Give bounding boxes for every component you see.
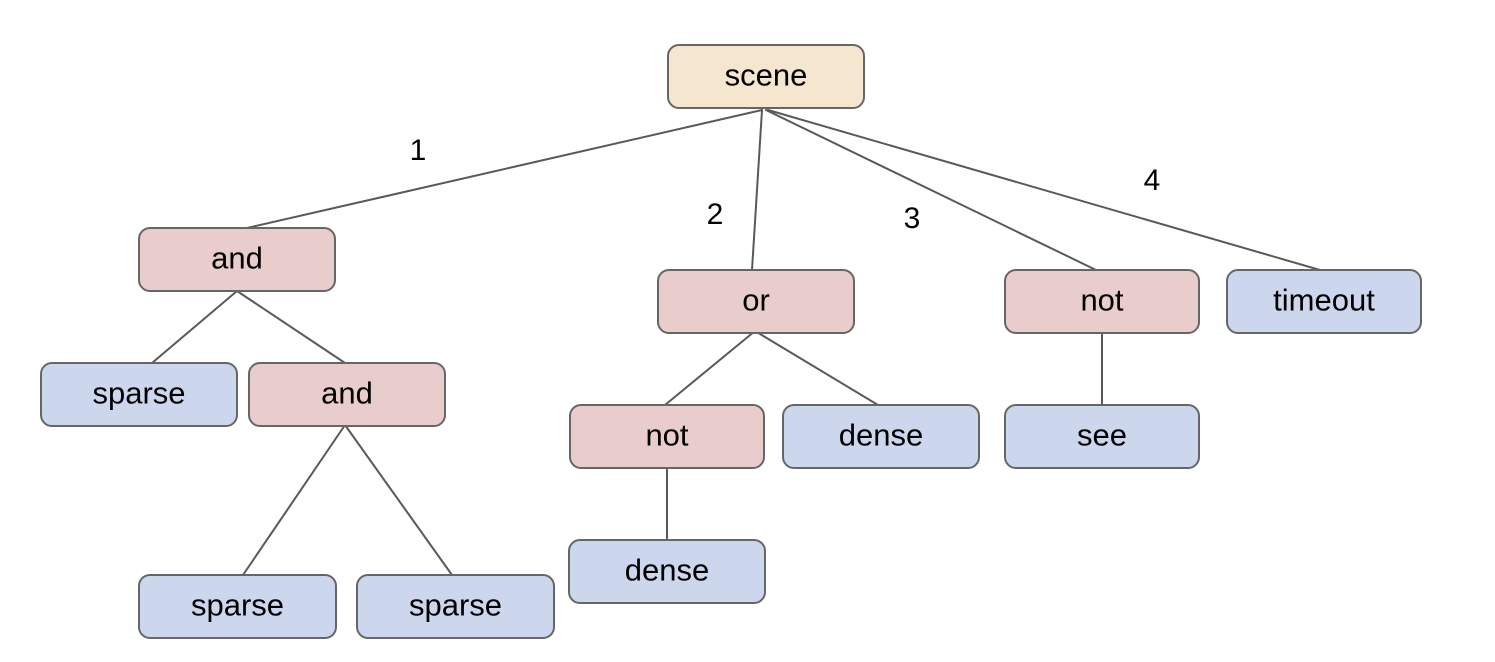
node-label-timeout1: timeout — [1273, 283, 1375, 318]
node-box-and2 — [248, 362, 446, 427]
tree-node-sparse3[interactable]: sparse — [356, 574, 555, 639]
node-label-sparse3: sparse — [409, 588, 502, 623]
tree-edge-or1-to-dense1 — [754, 330, 879, 406]
tree-node-dense2[interactable]: dense — [568, 539, 766, 604]
tree-node-timeout1[interactable]: timeout — [1226, 269, 1422, 334]
tree-node-sparse2[interactable]: sparse — [138, 574, 337, 639]
tree-node-scene[interactable]: scene — [667, 44, 865, 109]
node-box-scene — [667, 44, 865, 109]
edge-label-2: 2 — [707, 198, 724, 231]
node-label-sparse2: sparse — [191, 588, 284, 623]
tree-node-and2[interactable]: and — [248, 362, 446, 427]
node-label-dense1: dense — [839, 418, 923, 453]
edge-label-4: 4 — [1144, 164, 1161, 197]
node-label-not1: not — [1080, 283, 1123, 318]
node-box-not1 — [1004, 269, 1200, 334]
node-box-dense1 — [782, 404, 980, 469]
tree-edge-and1-to-sparse1 — [151, 290, 238, 364]
node-box-sparse3 — [356, 574, 555, 639]
tree-node-not2[interactable]: not — [569, 404, 765, 469]
node-label-and1: and — [211, 241, 263, 276]
node-box-sparse1 — [40, 362, 238, 427]
tree-node-and1[interactable]: and — [138, 227, 336, 292]
node-label-sparse1: sparse — [92, 376, 185, 411]
tree-edge-scene-to-and1 — [246, 109, 763, 229]
tree-edge-or1-to-not2 — [664, 330, 756, 406]
edge-labels-layer: 1 2 3 4 — [410, 134, 1161, 235]
node-box-sparse2 — [138, 574, 337, 639]
tree-edge-scene-to-timeout1 — [767, 109, 1321, 271]
tree-edge-and2-to-sparse3 — [344, 424, 453, 576]
tree-edge-and2-to-sparse2 — [242, 424, 346, 576]
node-box-not2 — [569, 404, 765, 469]
edge-label-1: 1 — [410, 134, 427, 167]
tree-node-dense1[interactable]: dense — [782, 404, 980, 469]
tree-node-not1[interactable]: not — [1004, 269, 1200, 334]
node-label-see1: see — [1077, 418, 1127, 453]
edges-layer — [151, 109, 1321, 576]
nodes-layer: scene and or not timeout sparse and not dense see… — [40, 44, 1422, 639]
node-box-timeout1 — [1226, 269, 1422, 334]
node-box-and1 — [138, 227, 336, 292]
node-label-not2: not — [645, 418, 688, 453]
node-label-or1: or — [742, 283, 770, 318]
tree-node-or1[interactable]: or — [657, 269, 855, 334]
tree-edge-scene-to-or1 — [751, 109, 763, 271]
tree-edge-and1-to-and2 — [236, 290, 346, 364]
tree-edge-scene-to-not1 — [765, 109, 1097, 271]
tree-node-sparse1[interactable]: sparse — [40, 362, 238, 427]
tree-node-see1[interactable]: see — [1004, 404, 1200, 469]
edge-label-3: 3 — [904, 202, 921, 235]
node-box-or1 — [657, 269, 855, 334]
node-label-dense2: dense — [625, 553, 709, 588]
node-label-and2: and — [321, 376, 373, 411]
node-box-see1 — [1004, 404, 1200, 469]
node-label-scene: scene — [725, 58, 808, 93]
node-box-dense2 — [568, 539, 766, 604]
